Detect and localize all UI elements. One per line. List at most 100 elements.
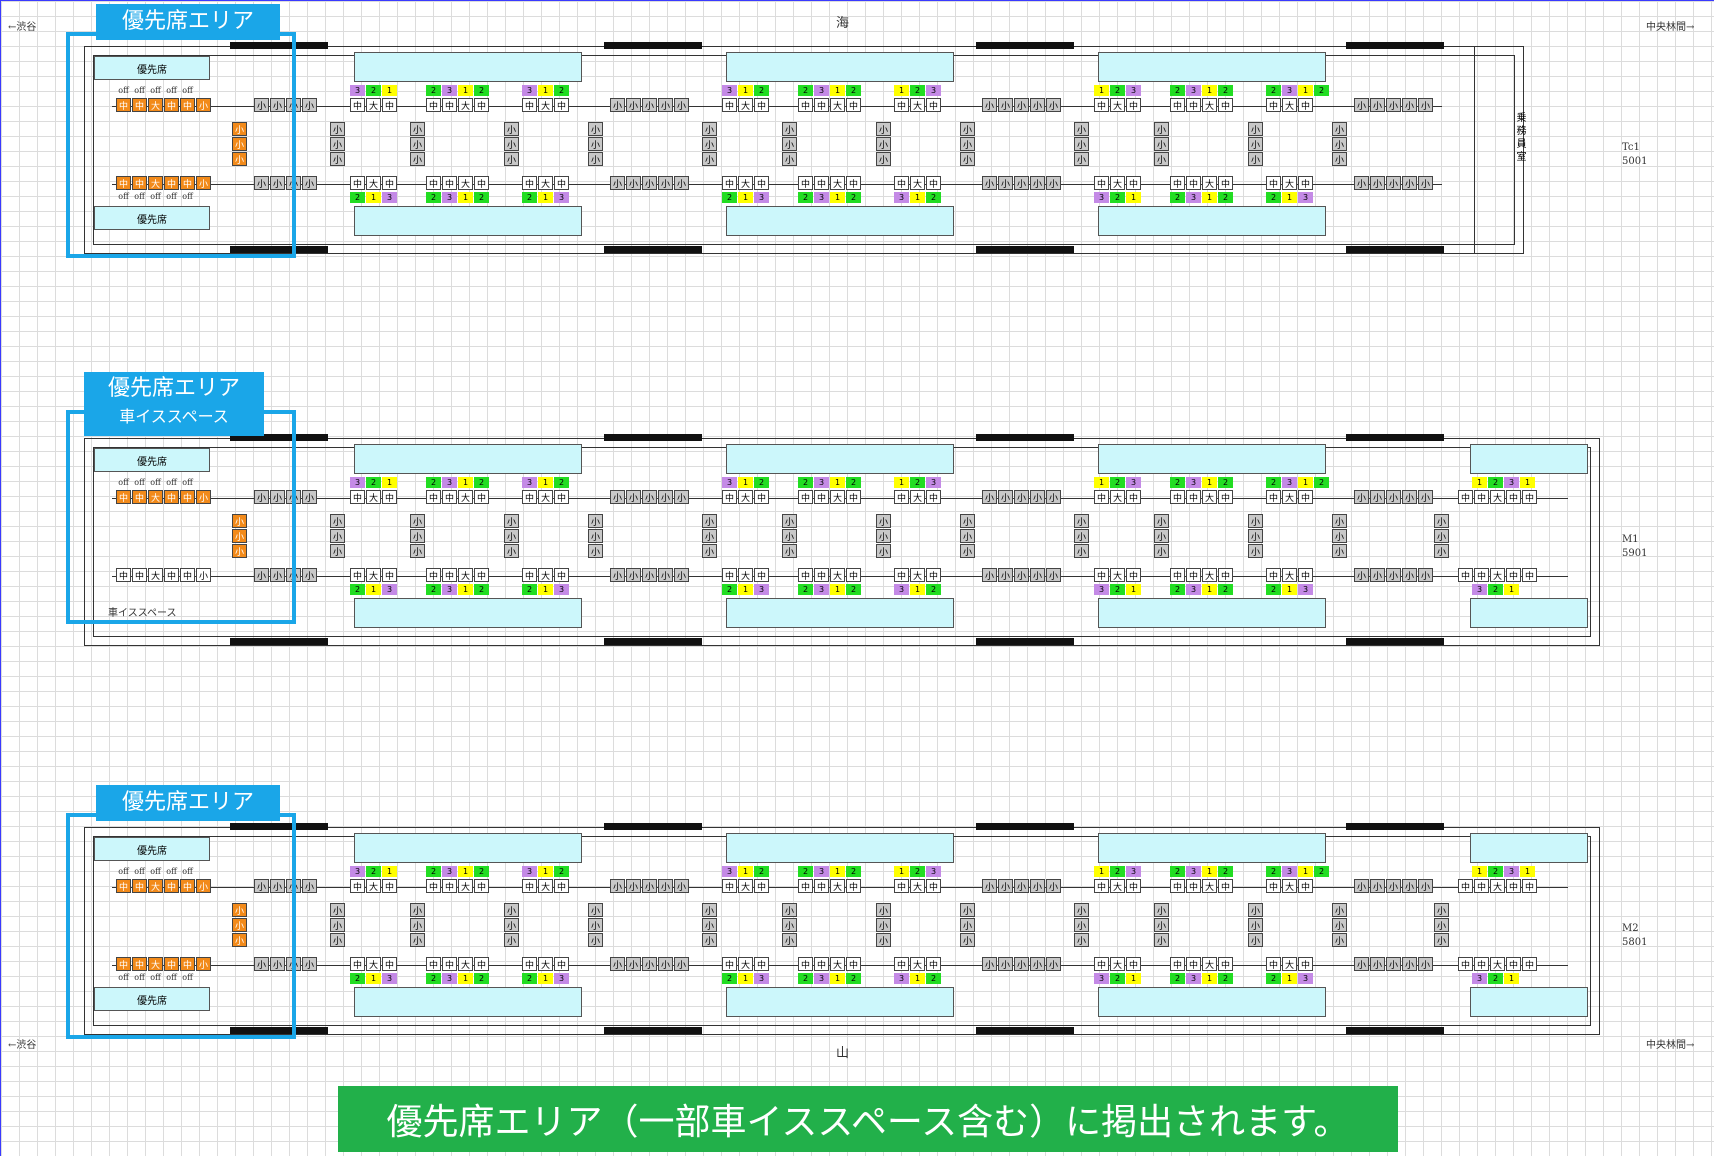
seat: 小 bbox=[1332, 137, 1347, 151]
seat: 小 bbox=[1014, 98, 1029, 112]
seat: 小 bbox=[410, 933, 425, 947]
seat: 小 bbox=[960, 152, 975, 166]
seat-number-tag: 3 bbox=[554, 584, 569, 595]
seat: 大 bbox=[1110, 490, 1125, 504]
seat: 小 bbox=[782, 529, 797, 543]
seat: 小 bbox=[302, 568, 317, 582]
seat-number-tag: 1 bbox=[1298, 477, 1313, 488]
seat-number-tag: 3 bbox=[1094, 584, 1109, 595]
seat: 小 bbox=[1030, 176, 1045, 190]
seat-group: 中中大中 bbox=[1170, 490, 1234, 504]
door bbox=[230, 823, 328, 830]
seat: 小 bbox=[610, 568, 625, 582]
seat: 中 bbox=[132, 568, 147, 582]
seat: 小 bbox=[1354, 568, 1369, 582]
seat-number-tag: 2 bbox=[910, 866, 925, 877]
off-label: off bbox=[134, 86, 145, 95]
door bbox=[976, 42, 1074, 49]
seat: 大 bbox=[830, 879, 845, 893]
seat-number-tag: 2 bbox=[474, 866, 489, 877]
window-area bbox=[1470, 598, 1588, 628]
seat-number-tag: 3 bbox=[350, 85, 365, 96]
seat: 中 bbox=[1522, 490, 1537, 504]
seat-group: 中中大中 bbox=[1170, 98, 1234, 112]
seat-number-tag: 1 bbox=[1202, 85, 1217, 96]
seat-group: 中大中 bbox=[350, 176, 398, 190]
off-label: off bbox=[182, 973, 193, 982]
seat: 小 bbox=[876, 933, 891, 947]
seat-group: 中中大中 bbox=[426, 957, 490, 971]
seat: 小 bbox=[410, 137, 425, 151]
seat: 小 bbox=[1074, 152, 1089, 166]
seat: 小 bbox=[410, 152, 425, 166]
seat-group: 中大中 bbox=[1094, 957, 1142, 971]
seat: 小 bbox=[876, 529, 891, 543]
seat: 中 bbox=[798, 176, 813, 190]
small-seat-column: 小小小 bbox=[1248, 514, 1263, 559]
seat: 中 bbox=[722, 176, 737, 190]
seat: 中 bbox=[1522, 879, 1537, 893]
seat: 大 bbox=[1282, 490, 1297, 504]
seat: 小 bbox=[658, 98, 673, 112]
seat: 小 bbox=[330, 903, 345, 917]
seat: 小 bbox=[232, 933, 247, 947]
small-seat-column: 小小小 bbox=[410, 903, 425, 948]
seat: 小 bbox=[626, 879, 641, 893]
seat-number-tag: 3 bbox=[442, 973, 457, 984]
seat: 中 bbox=[754, 490, 769, 504]
seat-group: 中大中 bbox=[350, 98, 398, 112]
seat: 大 bbox=[738, 957, 753, 971]
seat: 小 bbox=[302, 957, 317, 971]
seat: 小 bbox=[254, 879, 269, 893]
seat: 小 bbox=[410, 529, 425, 543]
seat: 小 bbox=[876, 152, 891, 166]
small-seat-column: 小小小 bbox=[1074, 514, 1089, 559]
seat-number-tag: 2 bbox=[1266, 477, 1281, 488]
seat: 中 bbox=[722, 957, 737, 971]
priority-area-frame bbox=[66, 32, 296, 258]
seat: 小 bbox=[1370, 98, 1385, 112]
small-seat-row: 小小小小小 bbox=[982, 176, 1062, 190]
small-seat-column: 小小小 bbox=[1074, 122, 1089, 167]
seat-number-tag: 2 bbox=[798, 85, 813, 96]
door bbox=[230, 42, 328, 49]
seat: 小 bbox=[998, 879, 1013, 893]
seat-number-tag: 3 bbox=[1094, 192, 1109, 203]
seat: 中 bbox=[1522, 957, 1537, 971]
seat: 中 bbox=[522, 879, 537, 893]
seat: 中 bbox=[116, 957, 131, 971]
off-label: off bbox=[150, 867, 161, 876]
seat: 小 bbox=[1248, 544, 1263, 558]
seat: 小 bbox=[1046, 98, 1061, 112]
off-label: off bbox=[166, 478, 177, 487]
seat: 小 bbox=[1332, 544, 1347, 558]
seat-number-tag: 2 bbox=[1218, 192, 1233, 203]
door bbox=[976, 823, 1074, 830]
seat-number-tag: 1 bbox=[1202, 192, 1217, 203]
seat: 中 bbox=[1186, 879, 1201, 893]
seat-number-tag: 2 bbox=[1314, 866, 1329, 877]
seat: 小 bbox=[330, 933, 345, 947]
seat: 小 bbox=[1386, 879, 1401, 893]
seat: 小 bbox=[588, 933, 603, 947]
seat-number-tag: 3 bbox=[722, 866, 737, 877]
window-area bbox=[1098, 52, 1326, 82]
seat: 小 bbox=[1354, 490, 1369, 504]
seat: 小 bbox=[610, 98, 625, 112]
seat: 中 bbox=[426, 490, 441, 504]
seat-number-tag: 1 bbox=[538, 973, 553, 984]
seat-group: 中中大中 bbox=[798, 568, 862, 582]
seat: 小 bbox=[1154, 918, 1169, 932]
seat: 大 bbox=[830, 176, 845, 190]
seat: 中 bbox=[1474, 490, 1489, 504]
seat: 小 bbox=[658, 490, 673, 504]
seat: 中 bbox=[754, 568, 769, 582]
